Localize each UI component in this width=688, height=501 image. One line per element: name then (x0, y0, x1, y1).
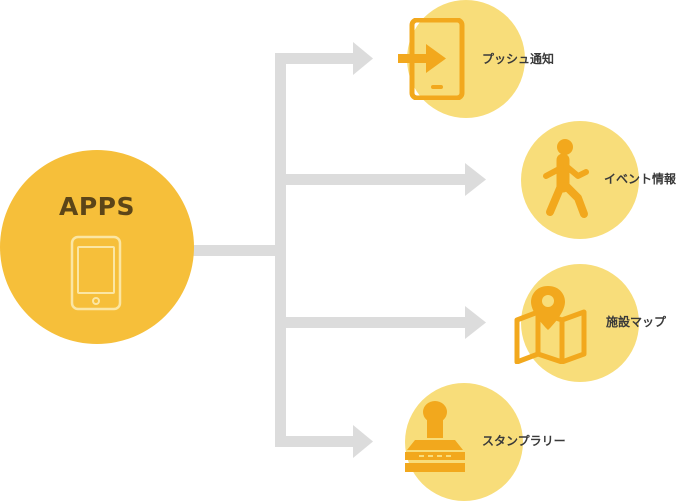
node-label-event: イベント情報 (604, 172, 677, 186)
hub-connector (190, 245, 280, 256)
branch-line-3 (275, 317, 469, 328)
node-circle-map (521, 264, 639, 382)
arrow-head-4 (353, 425, 373, 458)
arrow-head-1 (353, 42, 373, 75)
trunk-line (275, 53, 286, 447)
branch-line-1 (275, 53, 358, 64)
arrow-head-3 (465, 306, 486, 339)
walking-person-icon (538, 138, 594, 224)
node-label-map: 施設マップ (606, 315, 667, 329)
branch-line-4 (275, 436, 358, 447)
stamp-icon (402, 400, 468, 478)
node-circle-event (521, 121, 639, 239)
node-label-stamp: スタンプラリー (482, 434, 566, 448)
branch-line-2 (275, 174, 469, 185)
arrow-head-2 (465, 163, 486, 196)
map-pin-icon (514, 284, 596, 368)
push-notification-icon (398, 17, 466, 104)
node-label-push: プッシュ通知 (482, 52, 555, 66)
apps-hub-circle: APPS (0, 150, 194, 344)
hub-title: APPS (59, 192, 135, 221)
smartphone-icon (70, 235, 122, 315)
